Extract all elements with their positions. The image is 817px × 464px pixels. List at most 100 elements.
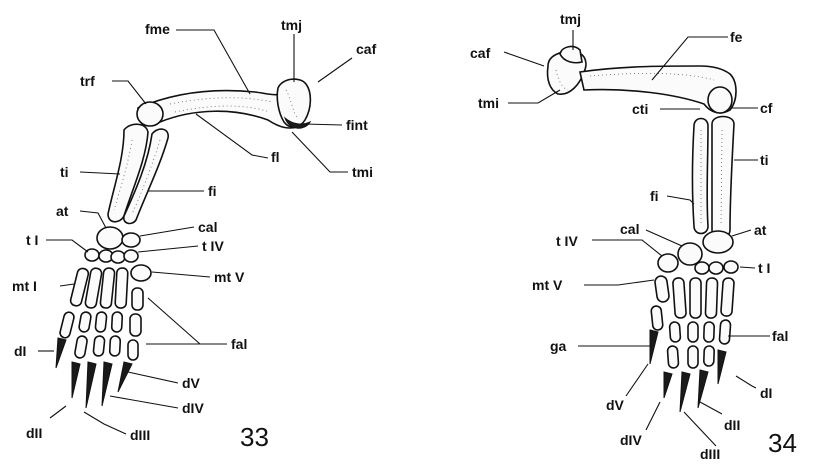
trochanter xyxy=(559,45,583,64)
label-fe: fe xyxy=(730,29,743,45)
label-caf: caf xyxy=(470,45,491,61)
label-fi: fi xyxy=(650,188,659,204)
tibia xyxy=(711,115,735,239)
tarsal-2 xyxy=(708,261,724,275)
phalanx xyxy=(718,319,732,345)
astragalus xyxy=(96,226,124,250)
label-trf: trf xyxy=(80,73,95,89)
metatarsal-3 xyxy=(689,277,702,319)
claw-digit-2 xyxy=(71,361,81,399)
claw-digit-5 xyxy=(649,329,659,365)
metatarsal-1 xyxy=(69,267,90,307)
claw-digit-5 xyxy=(117,361,133,393)
metatarsal-4 xyxy=(672,277,687,319)
label-ti: ti xyxy=(760,152,769,168)
label-tmj: tmj xyxy=(281,17,302,33)
label-t-IV: t IV xyxy=(202,238,224,254)
label-cal: cal xyxy=(620,221,639,237)
phalanx xyxy=(703,321,715,343)
phalanx xyxy=(78,311,92,333)
claw-digit-4 xyxy=(101,361,113,407)
phalanx xyxy=(687,345,699,369)
phalanx xyxy=(668,321,682,343)
phalanx xyxy=(129,313,142,337)
label-dII: dII xyxy=(724,417,740,433)
phalanx xyxy=(127,339,139,361)
label-ti: ti xyxy=(60,164,69,180)
phalanx xyxy=(110,311,124,333)
phalanx xyxy=(94,311,108,333)
phalanx xyxy=(74,335,88,359)
label-tmi: tmi xyxy=(352,164,373,180)
femur-condyle xyxy=(707,86,733,114)
figure-33: fme tmj caf trf fint fl tmi ti fi at cal… xyxy=(12,17,377,452)
phalanx xyxy=(666,345,680,369)
label-dIII: dIII xyxy=(130,427,150,443)
figure-34: tmj caf fe tmi cti cf ti fi cal at t IV … xyxy=(470,11,797,462)
label-dI: dI xyxy=(760,385,772,401)
tarsal-1 xyxy=(723,260,739,274)
figure-number-33: 33 xyxy=(240,422,269,452)
phalanx xyxy=(650,305,664,331)
femur-shaft xyxy=(579,65,737,114)
femoral-head xyxy=(136,101,164,127)
label-ga: ga xyxy=(550,338,567,354)
phalanx xyxy=(92,335,106,357)
metatarsal-2 xyxy=(704,277,719,319)
tarsal-4 xyxy=(657,253,679,273)
metatarsal-5 xyxy=(654,275,670,303)
label-fint: fint xyxy=(346,117,368,133)
label-fme: fme xyxy=(145,21,170,37)
label-cf: cf xyxy=(760,100,773,116)
tarsal-4 xyxy=(123,249,139,263)
metatarsal-4 xyxy=(114,267,129,309)
label-tmj: tmj xyxy=(560,11,581,27)
label-mt-V: mt V xyxy=(532,277,563,293)
femur-condyle xyxy=(276,78,312,128)
claw-digit-3 xyxy=(679,371,691,413)
label-fal: fal xyxy=(772,328,788,344)
phalanx xyxy=(59,311,75,339)
label-at: at xyxy=(754,222,767,238)
claw-digit-3 xyxy=(85,361,97,409)
metatarsal-3 xyxy=(99,267,116,309)
label-fl: fl xyxy=(271,149,280,165)
label-cti: cti xyxy=(632,101,648,117)
calcaneum xyxy=(677,242,703,266)
label-dIV: dIV xyxy=(182,400,204,416)
label-mt-I: mt I xyxy=(12,278,37,294)
label-fi: fi xyxy=(208,183,217,199)
label-cal: cal xyxy=(198,219,217,235)
label-dV: dV xyxy=(182,375,201,391)
fibula xyxy=(691,117,709,235)
calcaneum xyxy=(121,232,141,248)
label-t-IV: t IV xyxy=(556,233,578,249)
metatarsal-1 xyxy=(720,277,735,317)
metatarsal-5 xyxy=(130,264,152,282)
label-t-I: t I xyxy=(26,232,38,248)
label-fal: fal xyxy=(231,336,247,352)
fibula xyxy=(122,128,169,225)
claw-digit-2 xyxy=(697,369,709,409)
label-dV: dV xyxy=(606,397,625,413)
label-dII: dII xyxy=(26,425,42,441)
claw-digit-1 xyxy=(717,349,727,385)
figure-number-34: 34 xyxy=(768,428,797,458)
phalanx xyxy=(703,345,715,367)
tarsal-3 xyxy=(110,250,126,264)
label-dIII: dIII xyxy=(700,446,720,462)
phalanx xyxy=(687,321,699,343)
label-dI: dI xyxy=(14,343,26,359)
metatarsal-2 xyxy=(84,267,103,309)
astragalus xyxy=(702,230,734,254)
claw-digit-4 xyxy=(663,371,673,399)
label-t-I: t I xyxy=(758,260,770,276)
phalanx xyxy=(108,335,122,357)
label-caf: caf xyxy=(356,41,377,57)
femur-fossa xyxy=(283,116,312,129)
label-at: at xyxy=(56,203,69,219)
phalanx xyxy=(131,287,144,311)
claw-digit-1 xyxy=(55,337,67,369)
label-dIV: dIV xyxy=(620,432,642,448)
